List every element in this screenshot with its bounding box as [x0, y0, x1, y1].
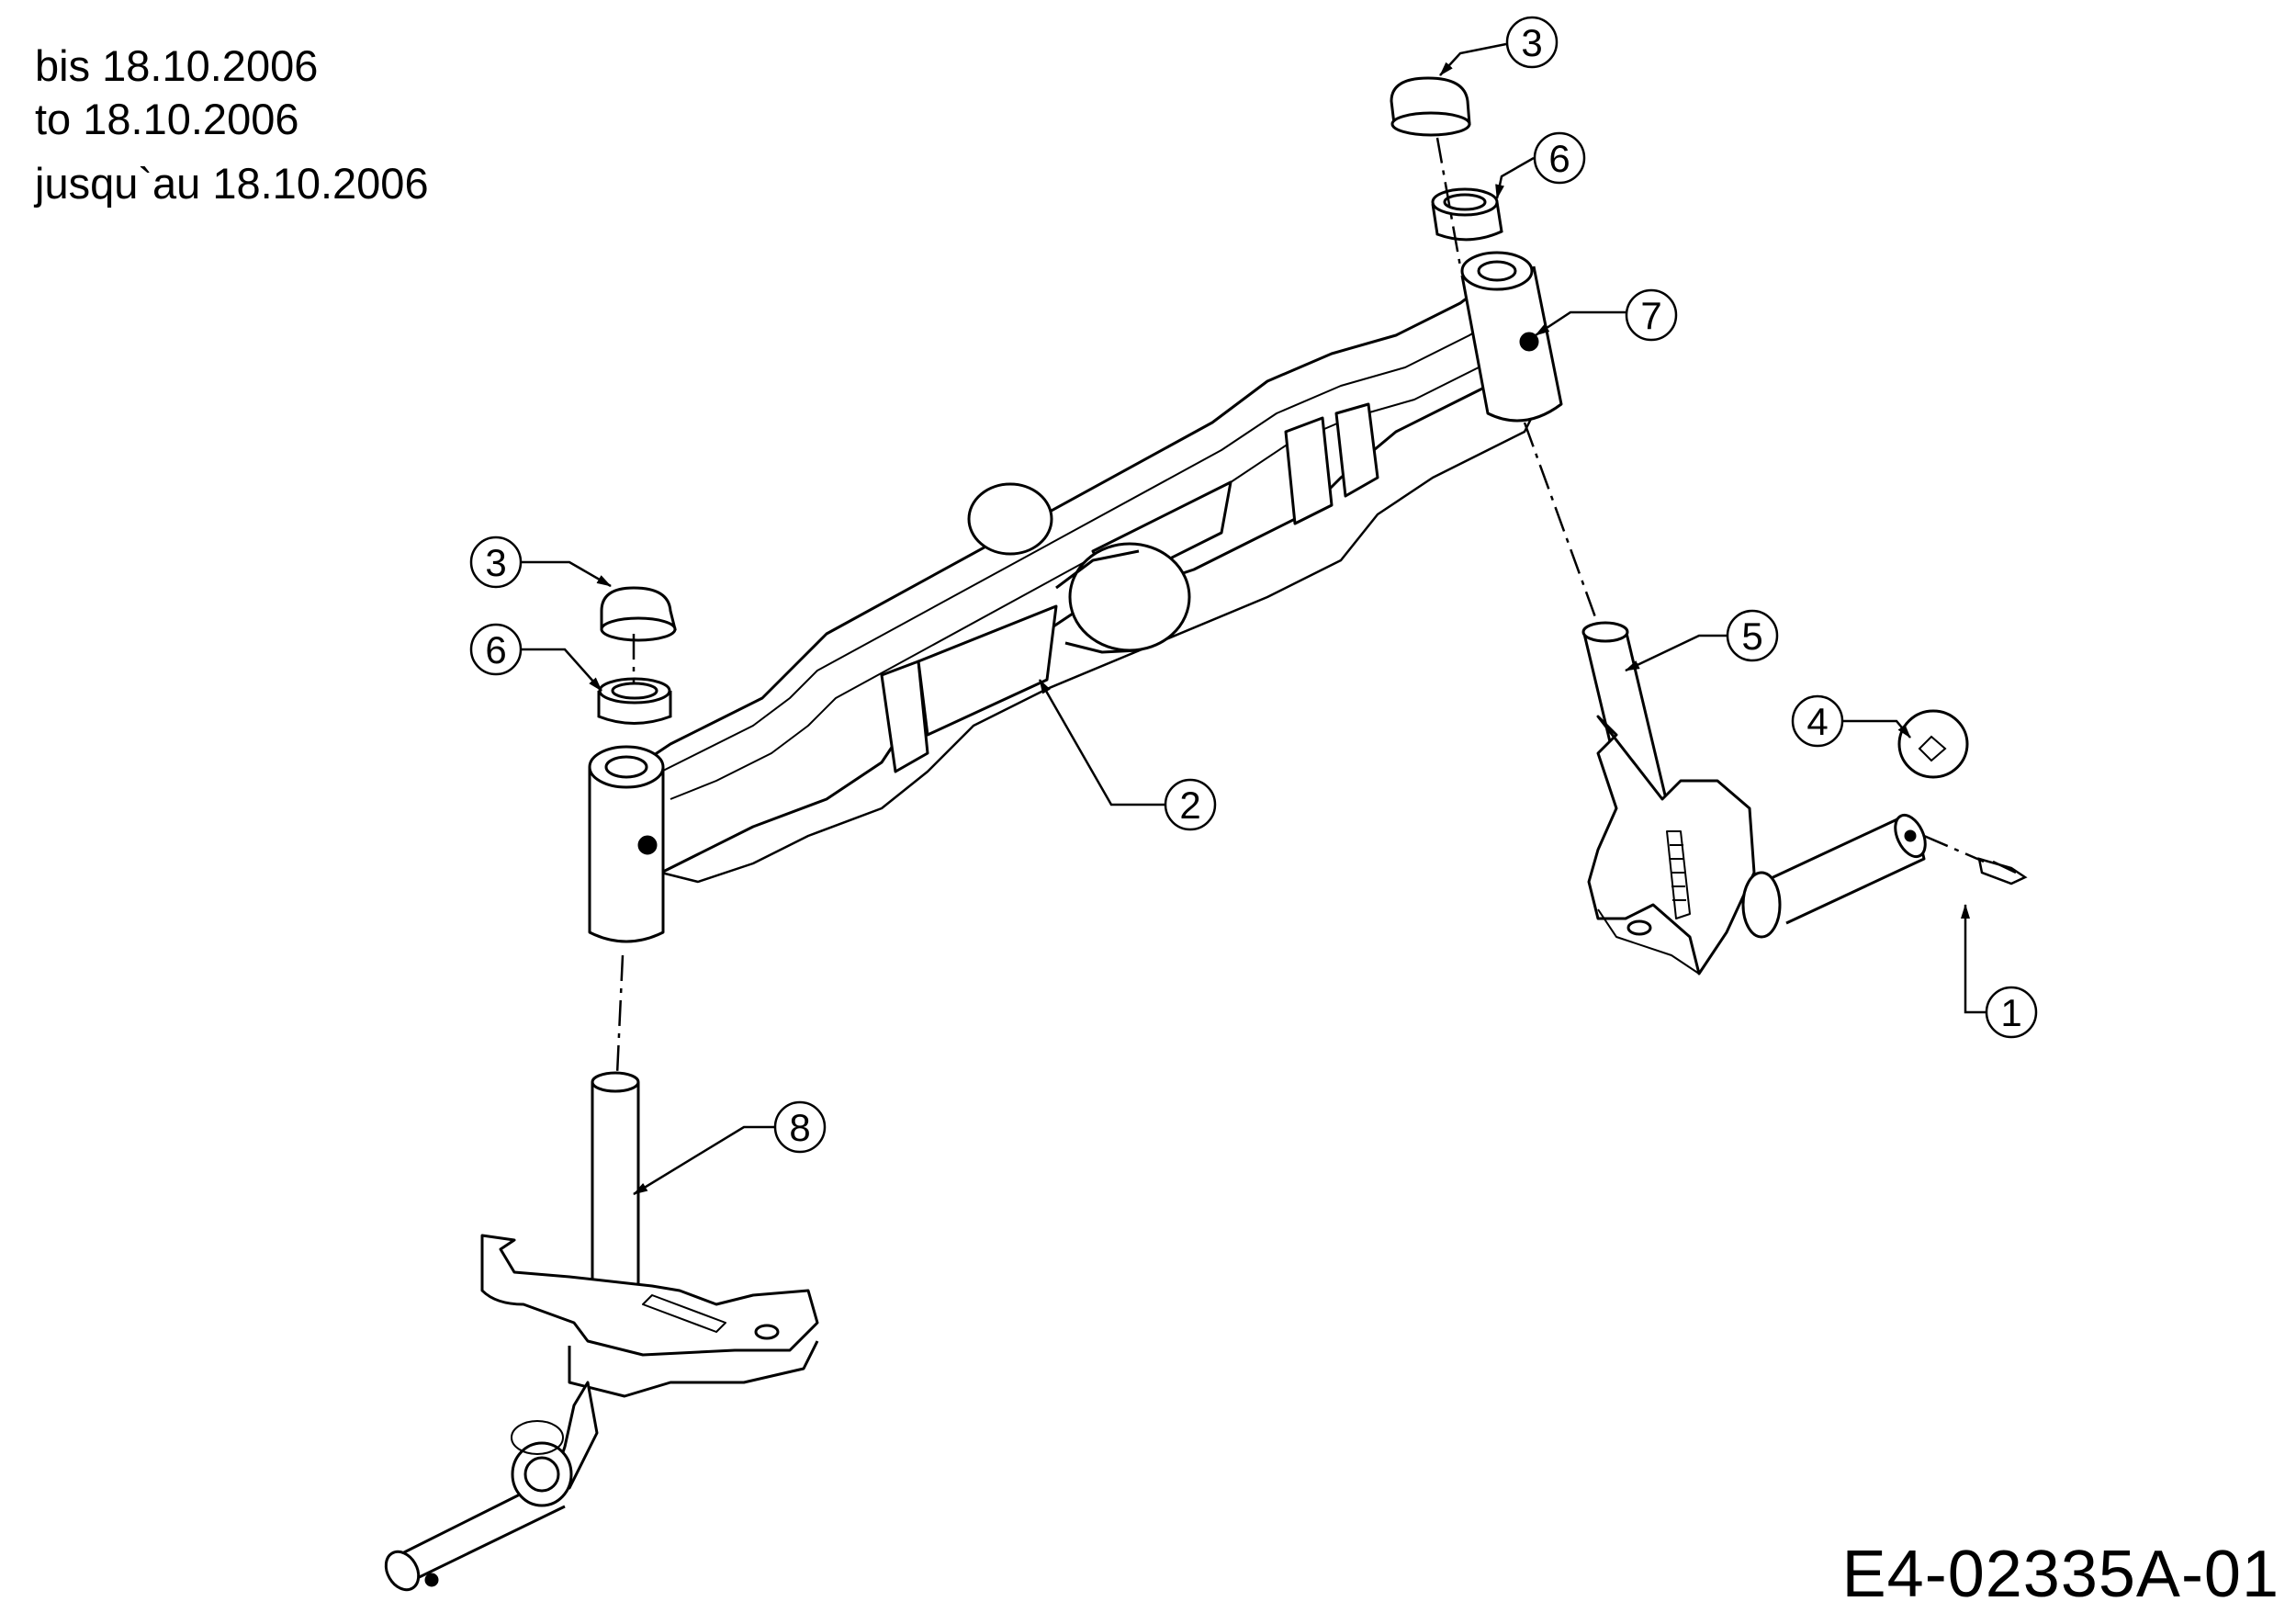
callout-label: 6 — [485, 628, 506, 671]
callout-bubble-5: 5 — [1726, 609, 1779, 662]
spindle-right — [1581, 621, 1927, 976]
spindle-left — [384, 1071, 819, 1592]
callout-label: 7 — [1640, 294, 1661, 337]
callout-bubble-4: 4 — [1791, 694, 1844, 748]
callout-label: 5 — [1741, 615, 1762, 658]
dust-cap-right — [1390, 76, 1471, 137]
callout-bubble-8: 8 — [773, 1100, 827, 1154]
callout-bubble-2: 2 — [1164, 778, 1217, 831]
date-note-french: jusqu`au 18.10.2006 — [35, 159, 429, 208]
callout-bubble-6-left: 6 — [469, 623, 523, 676]
front-axle — [588, 251, 1563, 943]
callout-label: 1 — [2000, 991, 2021, 1034]
callout-label: 4 — [1806, 700, 1828, 743]
callout-label: 6 — [1548, 137, 1570, 180]
assembly-lines — [615, 137, 1985, 1076]
lock-washer — [1897, 709, 1969, 779]
date-note-german: bis 18.10.2006 — [35, 41, 319, 90]
callout-label: 3 — [1521, 21, 1542, 64]
drawing-id: E4-02335A-01 — [1841, 1538, 2279, 1611]
callout-bubble-6-right: 6 — [1533, 131, 1586, 185]
callout-bubble-3-left: 3 — [469, 536, 523, 589]
callout-bubble-7: 7 — [1625, 288, 1678, 342]
bushing-left — [597, 677, 672, 725]
callout-label: 8 — [789, 1106, 810, 1149]
date-note-english: to 18.10.2006 — [35, 95, 299, 143]
callout-leaders — [522, 42, 1986, 1196]
cotter-pin — [1977, 857, 2028, 885]
dust-cap-left — [600, 586, 677, 642]
callout-bubble-1: 1 — [1985, 986, 2038, 1039]
bushing-right — [1431, 187, 1503, 242]
callout-label: 2 — [1179, 784, 1200, 827]
callout-label: 3 — [485, 541, 506, 584]
callout-bubble-3-right: 3 — [1505, 16, 1559, 69]
